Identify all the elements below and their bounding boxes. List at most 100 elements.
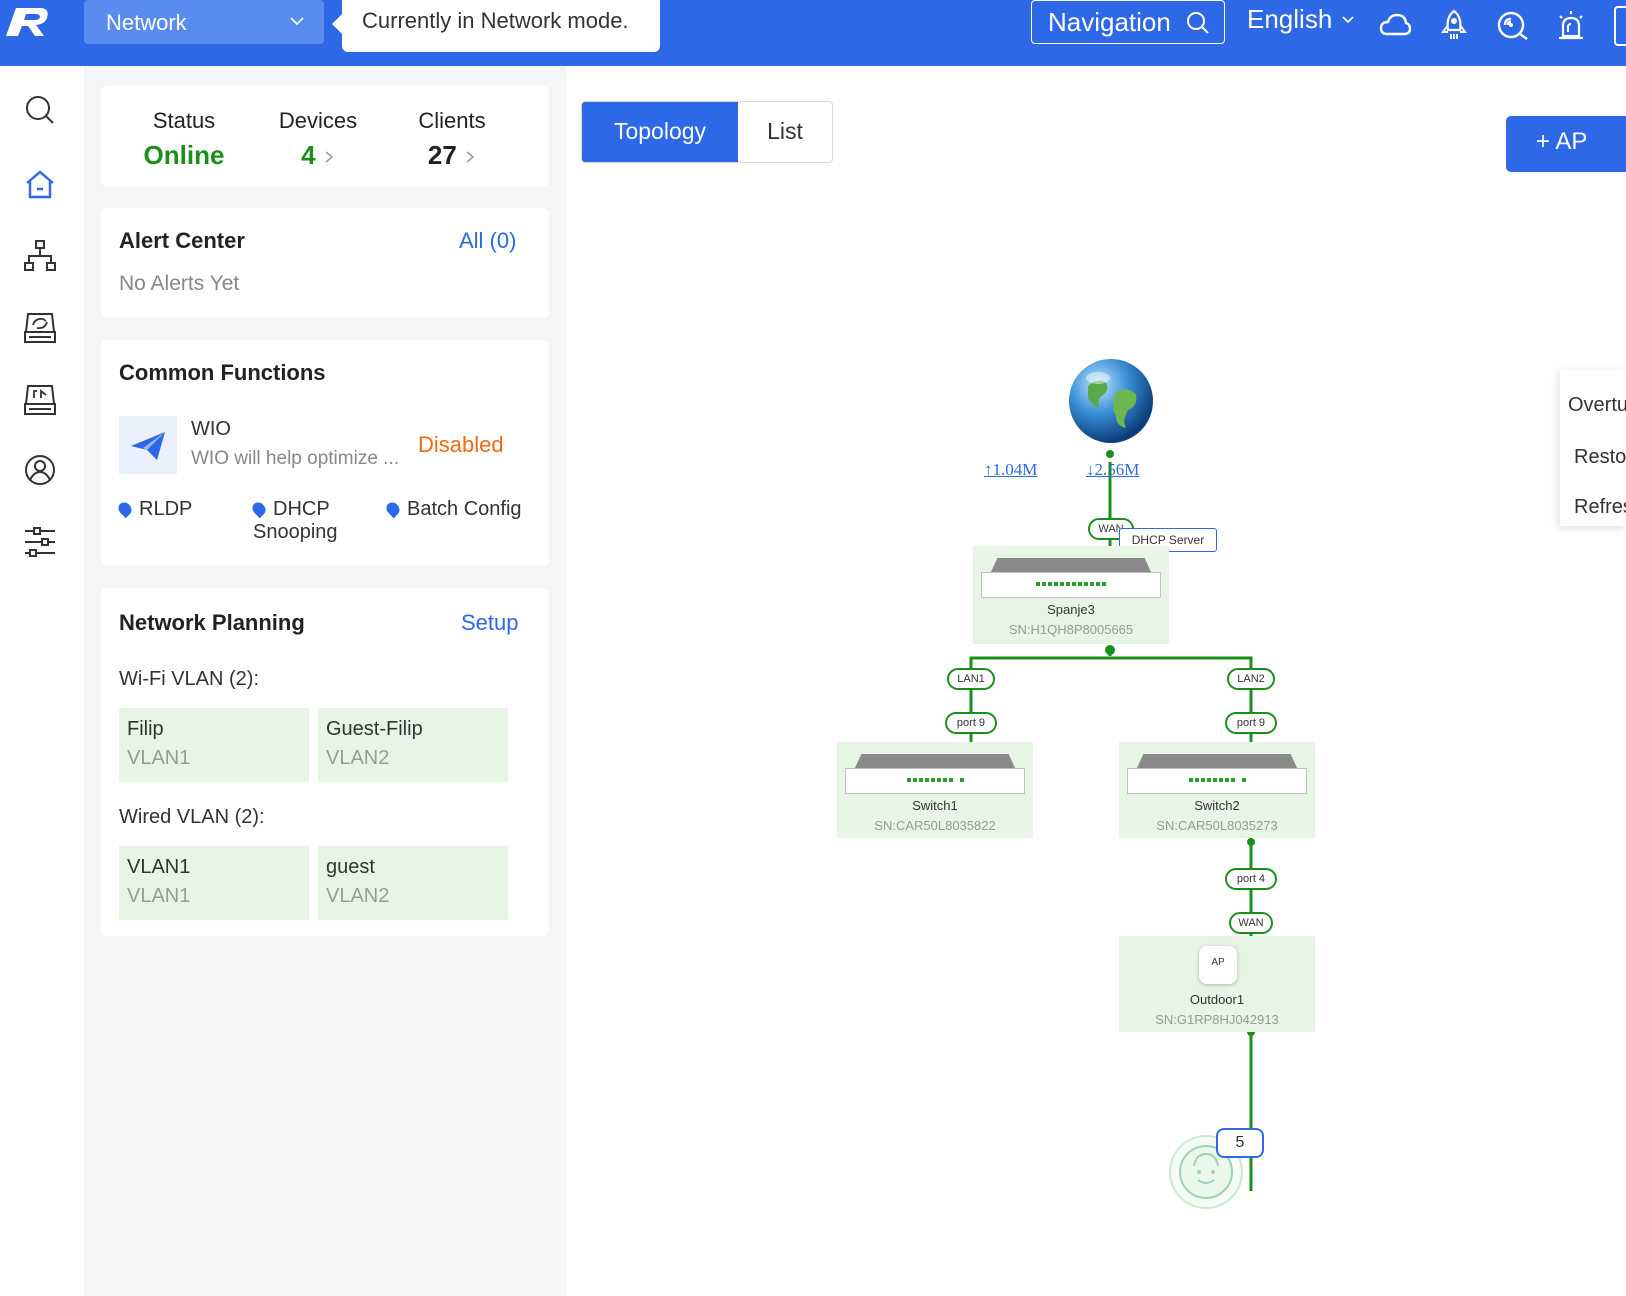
mode-select[interactable]: Network	[84, 0, 324, 44]
wio-description: WIO will help optimize ...	[191, 448, 399, 469]
link-node	[1105, 645, 1115, 655]
switch2-device-image	[1127, 754, 1307, 794]
mode-select-label: Network	[106, 10, 187, 35]
search-icon	[1187, 12, 1209, 34]
download-speed[interactable]: ↓2.56M	[1086, 460, 1140, 479]
wired-vlan-card[interactable]: VLAN1 VLAN1	[119, 846, 309, 920]
alarm-icon[interactable]	[1554, 8, 1588, 42]
dashboard-left-panel: Status Online Devices 4 Clients 27 Alert…	[84, 66, 566, 1296]
alert-center-card: Alert Center All (0) No Alerts Yet	[101, 208, 549, 318]
devices-label: Devices	[278, 108, 358, 133]
wired-vlan-card[interactable]: guest VLAN2	[318, 846, 508, 920]
chevron-right-icon	[325, 151, 334, 163]
status-stat: Status Online	[119, 108, 249, 171]
devices-stat[interactable]: Devices 4	[253, 108, 383, 171]
context-menu-item[interactable]: Refres	[1574, 496, 1626, 518]
ruijie-logo-icon[interactable]	[2, 2, 54, 42]
mode-tooltip-text: Currently in Network mode.	[362, 8, 629, 33]
switch2-name: Switch2	[1194, 798, 1240, 813]
status-value: Online	[143, 140, 225, 170]
map-pin-icon	[115, 499, 135, 519]
ap-node[interactable]: AP Outdoor1 SN:G1RP8HJ042913	[1119, 936, 1315, 1032]
rocket-icon[interactable]	[1437, 8, 1471, 42]
router-name: Spanje3	[1047, 602, 1095, 617]
navigation-search-button[interactable]: Navigation	[1031, 0, 1225, 44]
topology-context-menu: Overtu Restor Refres	[1560, 370, 1626, 526]
network-scan-icon[interactable]	[1496, 8, 1530, 42]
upload-speed[interactable]: ↑1.04M	[984, 460, 1038, 479]
monitor-icon[interactable]	[22, 382, 58, 418]
status-label: Status	[152, 108, 216, 133]
user-icon[interactable]	[22, 452, 58, 488]
home-icon[interactable]	[22, 166, 58, 202]
language-label: English	[1247, 4, 1333, 34]
add-ap-button[interactable]: + AP	[1506, 116, 1626, 172]
switch1-serial: SN:CAR50L8035822	[874, 818, 996, 833]
chevron-down-icon	[1341, 16, 1354, 24]
topology-icon[interactable]	[22, 238, 58, 274]
common-functions-card: Common Functions WIO WIO will help optim…	[101, 340, 549, 566]
alert-all-link[interactable]: All (0)	[459, 228, 517, 253]
map-pin-icon	[383, 499, 403, 519]
context-menu-item[interactable]: Restor	[1574, 446, 1626, 468]
switch2-downlink-port-badge: port 4	[1225, 868, 1277, 890]
paper-plane-icon	[131, 432, 165, 460]
switch1-name: Switch1	[912, 798, 958, 813]
sidebar	[0, 66, 85, 1296]
switch1-port-badge: port 9	[945, 712, 997, 734]
wio-name: WIO	[191, 418, 231, 440]
clients-count[interactable]: 27	[427, 140, 457, 170]
top-bar: Network Currently in Network mode. Navig…	[0, 0, 1626, 66]
common-functions-title: Common Functions	[119, 360, 326, 385]
devices-count[interactable]: 4	[301, 140, 316, 170]
network-planning-title: Network Planning	[119, 610, 305, 635]
tab-list[interactable]: List	[767, 118, 803, 144]
chevron-right-icon	[466, 151, 475, 163]
wired-vlan-heading: Wired VLAN (2):	[119, 806, 265, 828]
search-icon[interactable]	[22, 92, 58, 128]
rldp-function[interactable]: RLDP	[115, 498, 192, 521]
chevron-down-icon	[290, 17, 304, 26]
internet-globe-icon[interactable]	[1066, 356, 1156, 446]
language-select[interactable]: English	[1247, 4, 1356, 35]
alert-center-title: Alert Center	[119, 228, 245, 253]
client-count-badge[interactable]: 5	[1216, 1128, 1264, 1158]
link-node	[1106, 450, 1114, 458]
switch2-port-badge: port 9	[1225, 712, 1277, 734]
router-device-image	[981, 558, 1161, 598]
wio-status[interactable]: Disabled	[418, 432, 504, 457]
wifi-vlan-heading: Wi-Fi VLAN (2):	[119, 668, 259, 690]
navigation-label: Navigation	[1048, 7, 1171, 37]
batch-config-function[interactable]: Batch Config	[383, 498, 522, 521]
view-tabs: Topology List	[581, 101, 833, 163]
cloud-icon[interactable]	[1378, 8, 1412, 42]
device-sync-icon[interactable]	[22, 310, 58, 346]
lan-branch-link	[969, 656, 1253, 726]
ap-name: Outdoor1	[1189, 992, 1245, 1007]
router-node[interactable]: Spanje3 SN:H1QH8P8005665	[973, 546, 1169, 644]
context-menu-item[interactable]: Overtu	[1568, 394, 1626, 416]
status-card: Status Online Devices 4 Clients 27	[101, 86, 549, 186]
mode-tooltip: Currently in Network mode.	[332, 0, 660, 52]
switch1-device-image	[845, 754, 1025, 794]
lan2-port-badge: LAN2	[1227, 668, 1275, 690]
wifi-vlan-card[interactable]: Filip VLAN1	[119, 708, 309, 782]
clients-stat[interactable]: Clients 27	[387, 108, 517, 171]
topology-links	[969, 450, 1255, 1191]
switch2-serial: SN:CAR50L8035273	[1156, 818, 1278, 833]
switch1-node[interactable]: Switch1 SN:CAR50L8035822	[837, 742, 1033, 838]
ap-serial: SN:G1RP8HJ042913	[1155, 1012, 1279, 1027]
network-planning-card: Network Planning Setup Wi-Fi VLAN (2): F…	[101, 588, 549, 936]
wio-tile[interactable]	[119, 416, 177, 474]
network-planning-setup-link[interactable]: Setup	[461, 610, 519, 635]
clients-label: Clients	[418, 108, 486, 133]
lan1-port-badge: LAN1	[947, 668, 995, 690]
tab-topology[interactable]: Topology	[582, 102, 738, 162]
router-serial: SN:H1QH8P8005665	[1008, 622, 1134, 637]
switch2-node[interactable]: Switch2 SN:CAR50L8035273	[1119, 742, 1315, 838]
settings-sliders-icon[interactable]	[22, 524, 58, 560]
alert-empty-text: No Alerts Yet	[119, 272, 240, 295]
wifi-vlan-card[interactable]: Guest-Filip VLAN2	[318, 708, 508, 782]
top-bar-overflow-icon[interactable]	[1614, 6, 1626, 46]
